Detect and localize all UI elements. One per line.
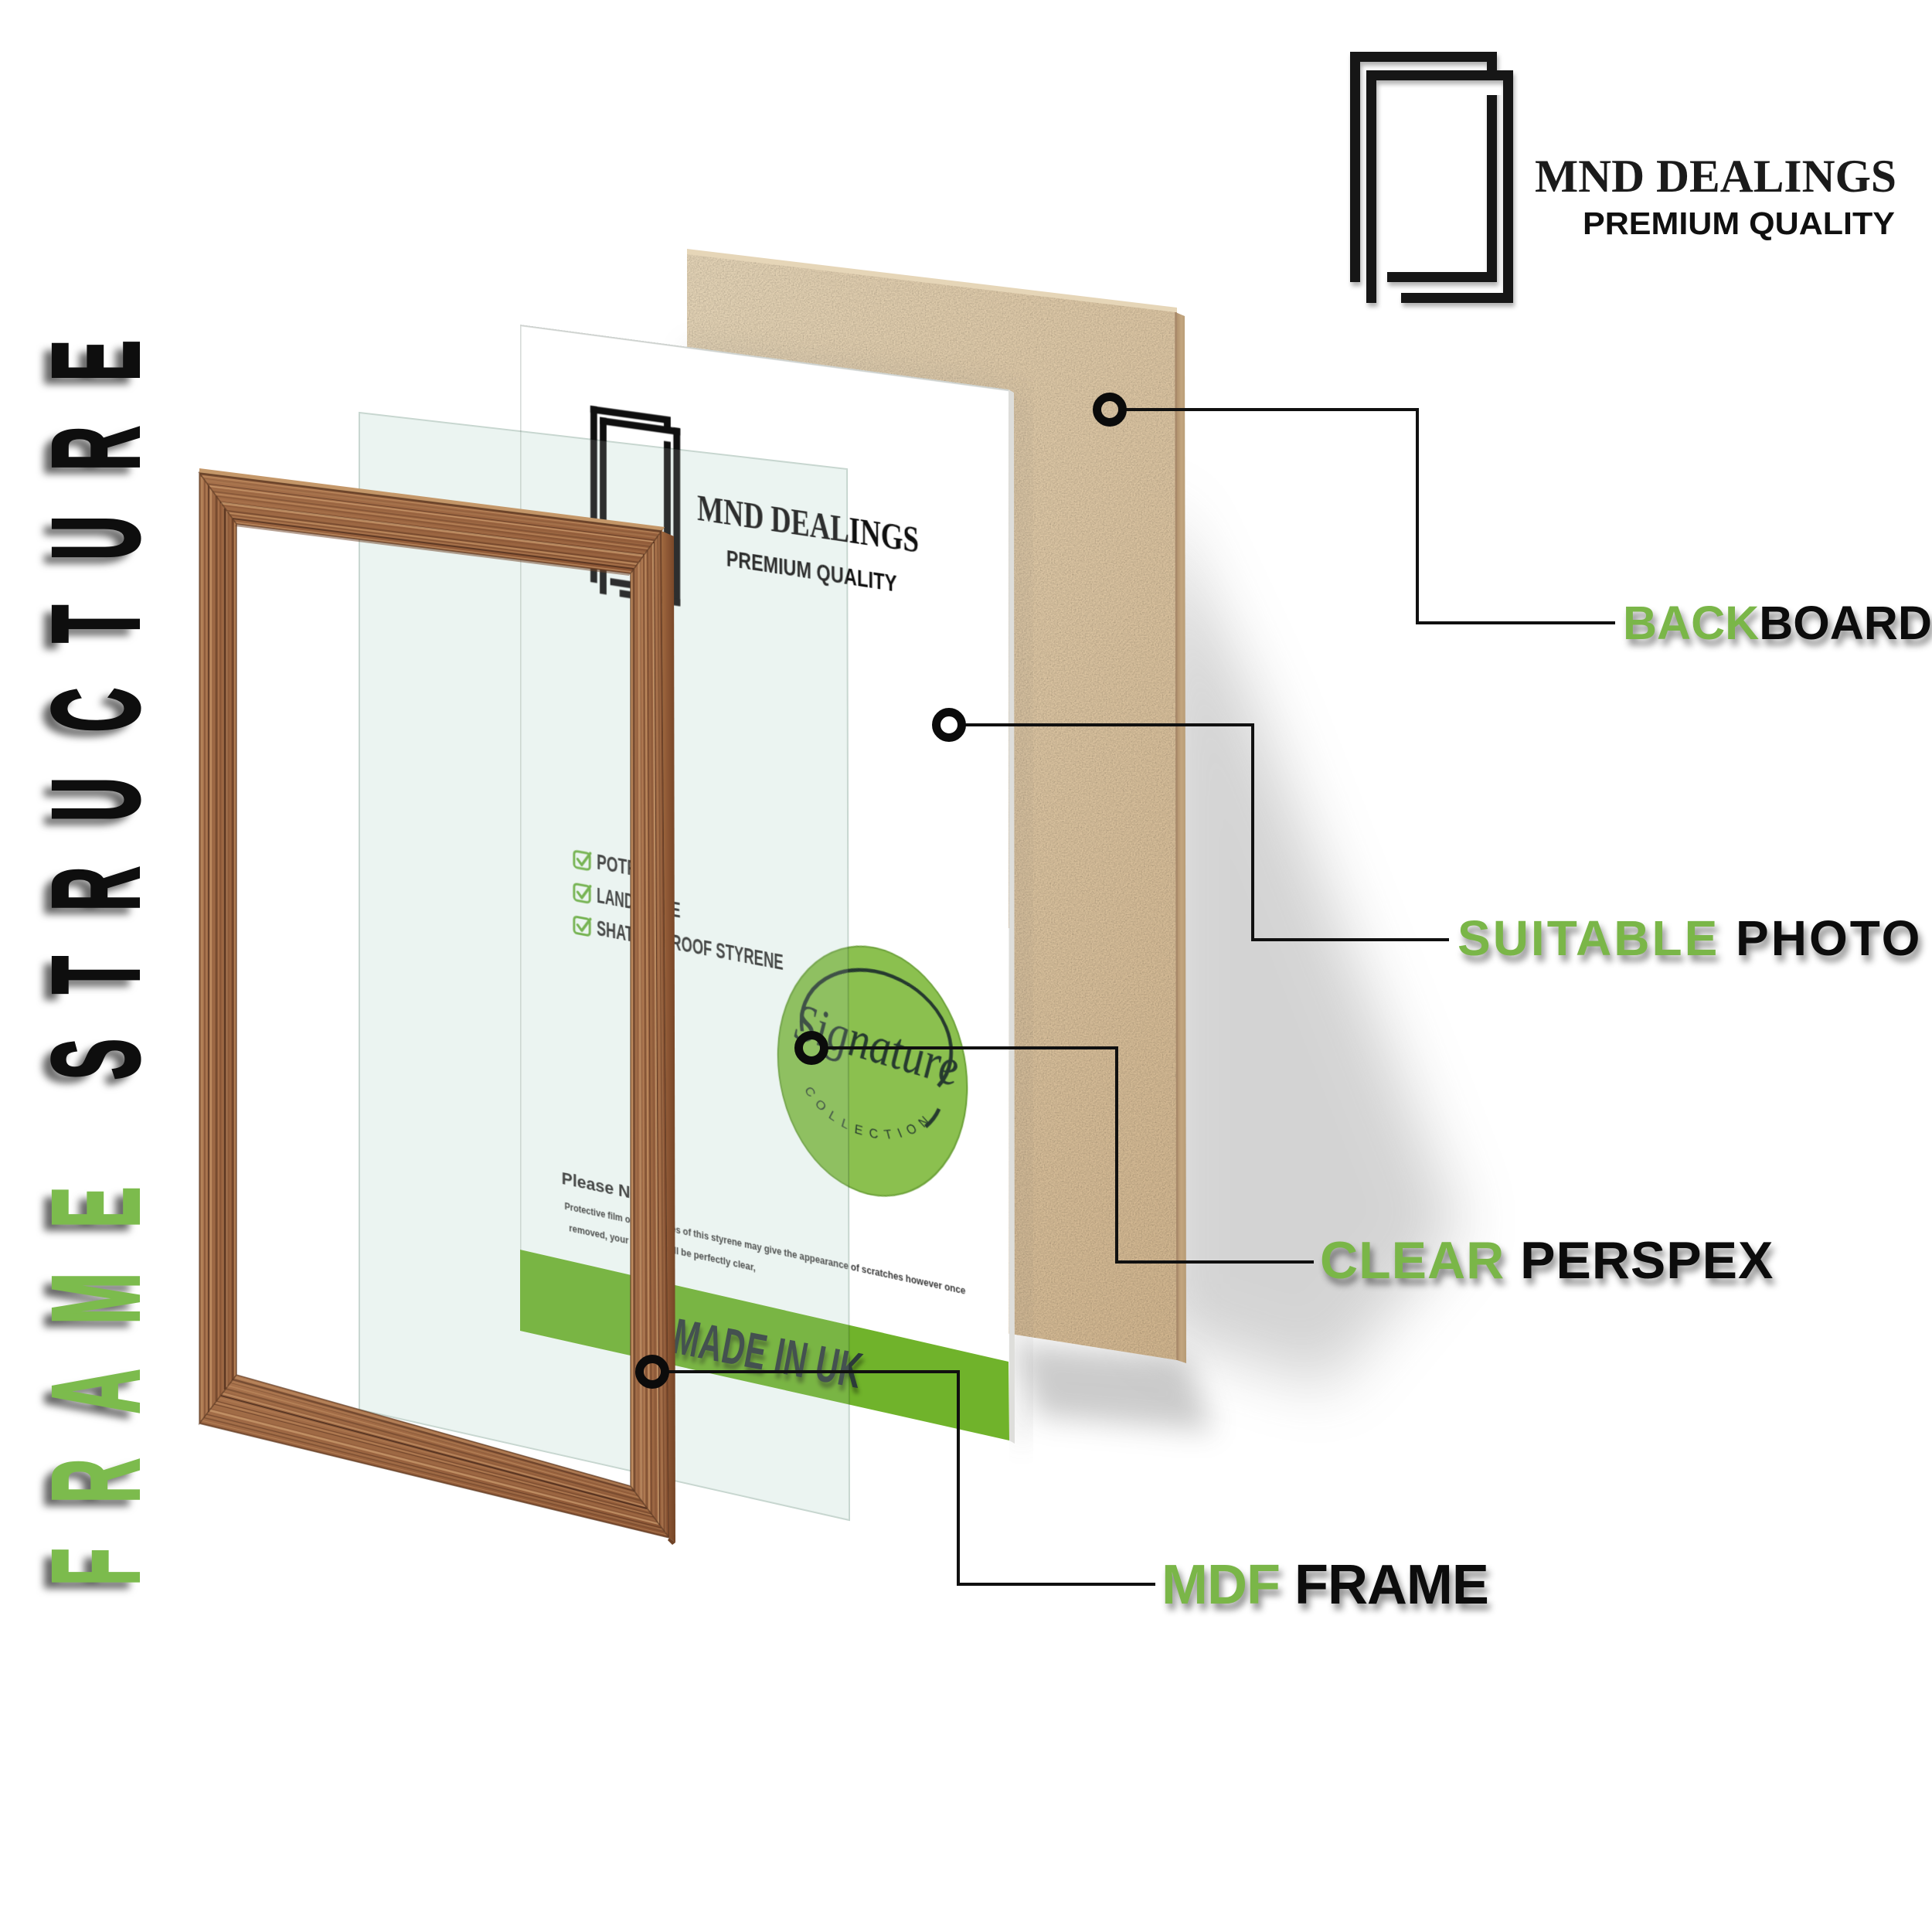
svg-text:MND DEALINGS: MND DEALINGS [1535,151,1896,202]
svg-text:PREMIUM QUALITY: PREMIUM QUALITY [1583,206,1895,241]
